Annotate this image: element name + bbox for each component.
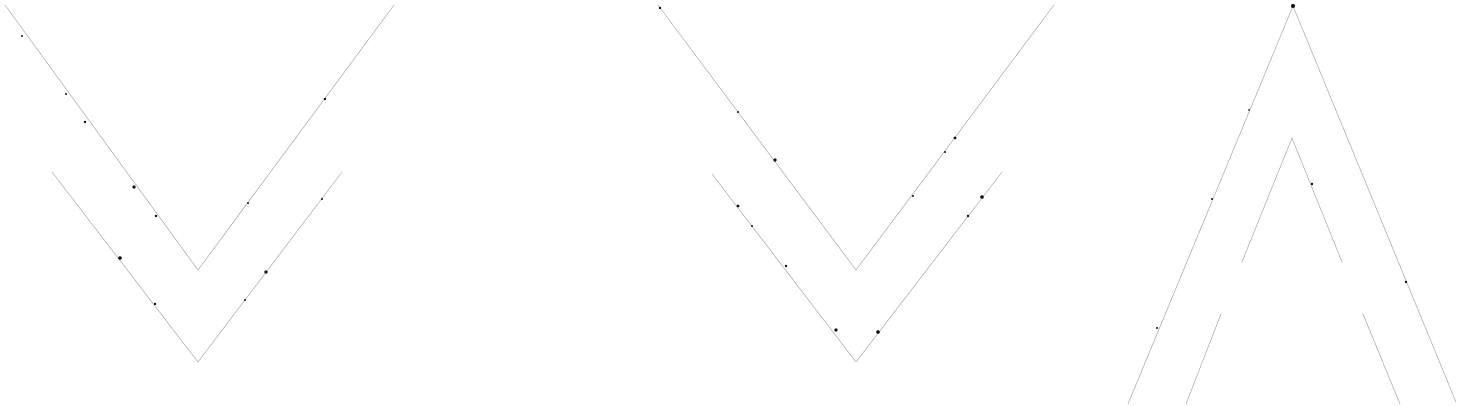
lower-right-line [1362,313,1401,405]
outer-caret-line [1127,5,1457,405]
speck [21,35,23,37]
inner-chevron-line [51,171,343,363]
speck-group [21,35,327,306]
speck [980,195,984,199]
speck [773,158,777,162]
speck [65,93,67,95]
speck [966,214,970,218]
speck [876,330,880,334]
speck [153,302,157,306]
speck [323,97,327,101]
speck [834,328,838,332]
speck [912,195,914,197]
speck [658,6,662,10]
speck [784,264,788,268]
speck [1248,109,1250,111]
outer-chevron-line [657,4,1055,271]
speck [953,136,957,140]
left-double-chevron-icon [4,4,395,363]
outer-chevron-line [4,4,395,271]
speck [1310,182,1314,186]
middle-double-chevron-icon [657,4,1055,363]
speck [83,120,87,124]
speck [154,214,158,218]
speck [737,111,739,113]
speck [118,256,122,260]
inner-chevron-line [711,171,1003,363]
speck [751,225,753,227]
lower-left-line [1185,313,1222,405]
speck [1291,4,1295,8]
speck [1211,198,1213,200]
speck [321,198,323,200]
speck [132,185,136,189]
speck [264,270,268,274]
inner-caret-left-line [1241,137,1343,263]
speck [944,151,946,153]
speck [247,202,249,204]
speck-group [1156,4,1408,329]
speck [244,299,246,301]
right-double-caret-icon [1127,4,1457,405]
speck [1404,280,1408,284]
speck [736,204,740,208]
speck-group [658,6,984,334]
speck [1156,327,1158,329]
